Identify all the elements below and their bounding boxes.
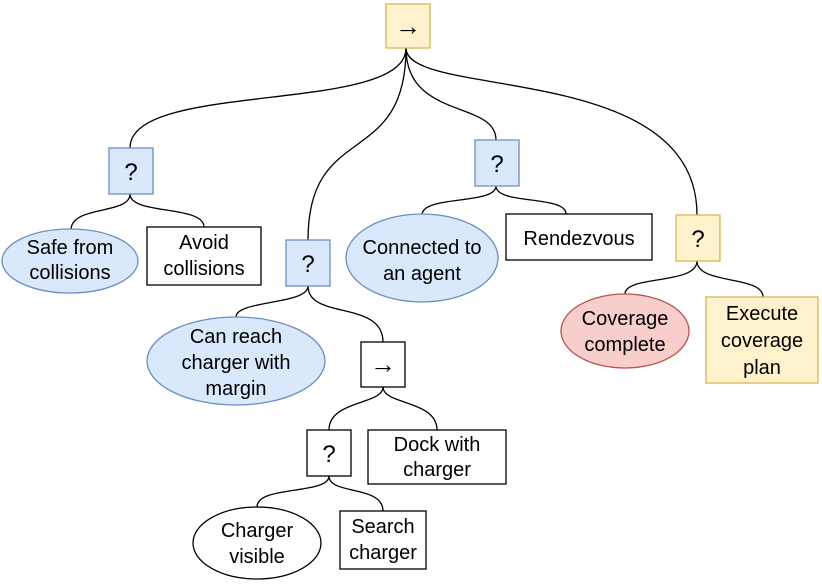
safe-line-2: collisions <box>29 262 110 284</box>
safe-line-1: Safe from <box>27 237 114 259</box>
docking-sequence-label: → <box>370 349 396 379</box>
edge-safety-safe <box>70 193 131 231</box>
edge-visible-charger <box>256 475 330 508</box>
tree-edges <box>70 47 764 512</box>
rendezvous-action: Rendezvous <box>505 213 653 261</box>
edge-charge-dockseq <box>307 285 384 343</box>
connectivity-fallback-label: ? <box>490 151 503 178</box>
charger-visible-fallback-label: ? <box>322 441 335 468</box>
edge-dockseq-dock <box>382 386 438 431</box>
root-sequence-label: → <box>395 11 421 41</box>
charger-visible-fallback-node: ? <box>306 429 352 477</box>
safe-from-collisions-condition: Safe from collisions <box>1 228 139 294</box>
safety-fallback-node: ? <box>108 147 154 195</box>
safety-fallback-label: ? <box>124 159 137 186</box>
docking-sequence-node: → <box>360 341 406 388</box>
edge-connect-connected <box>421 185 497 216</box>
edge-root-connect <box>405 47 497 141</box>
edge-root-coverage <box>405 47 698 216</box>
connectivity-fallback-node: ? <box>474 139 520 187</box>
safe-from-collisions-label: Safe from collisions <box>27 237 114 284</box>
edge-dockseq-visible <box>328 386 384 431</box>
edge-charge-reach <box>235 285 309 318</box>
coverage-fallback-node: ? <box>675 214 721 262</box>
edge-safety-avoid <box>129 193 205 228</box>
coverage-fallback-label: ? <box>691 226 704 253</box>
edge-visible-search <box>328 475 384 512</box>
root-sequence-node: → <box>385 3 431 49</box>
charging-fallback-label: ? <box>301 251 314 278</box>
rendezvous-label: Rendezvous <box>523 228 634 250</box>
edge-coverage-execute <box>696 260 764 298</box>
edge-connect-rendezvous <box>495 185 567 215</box>
edge-coverage-complete <box>624 260 698 295</box>
charging-fallback-node: ? <box>285 239 331 287</box>
edge-root-safety <box>129 47 407 149</box>
edge-root-charge <box>307 47 407 241</box>
